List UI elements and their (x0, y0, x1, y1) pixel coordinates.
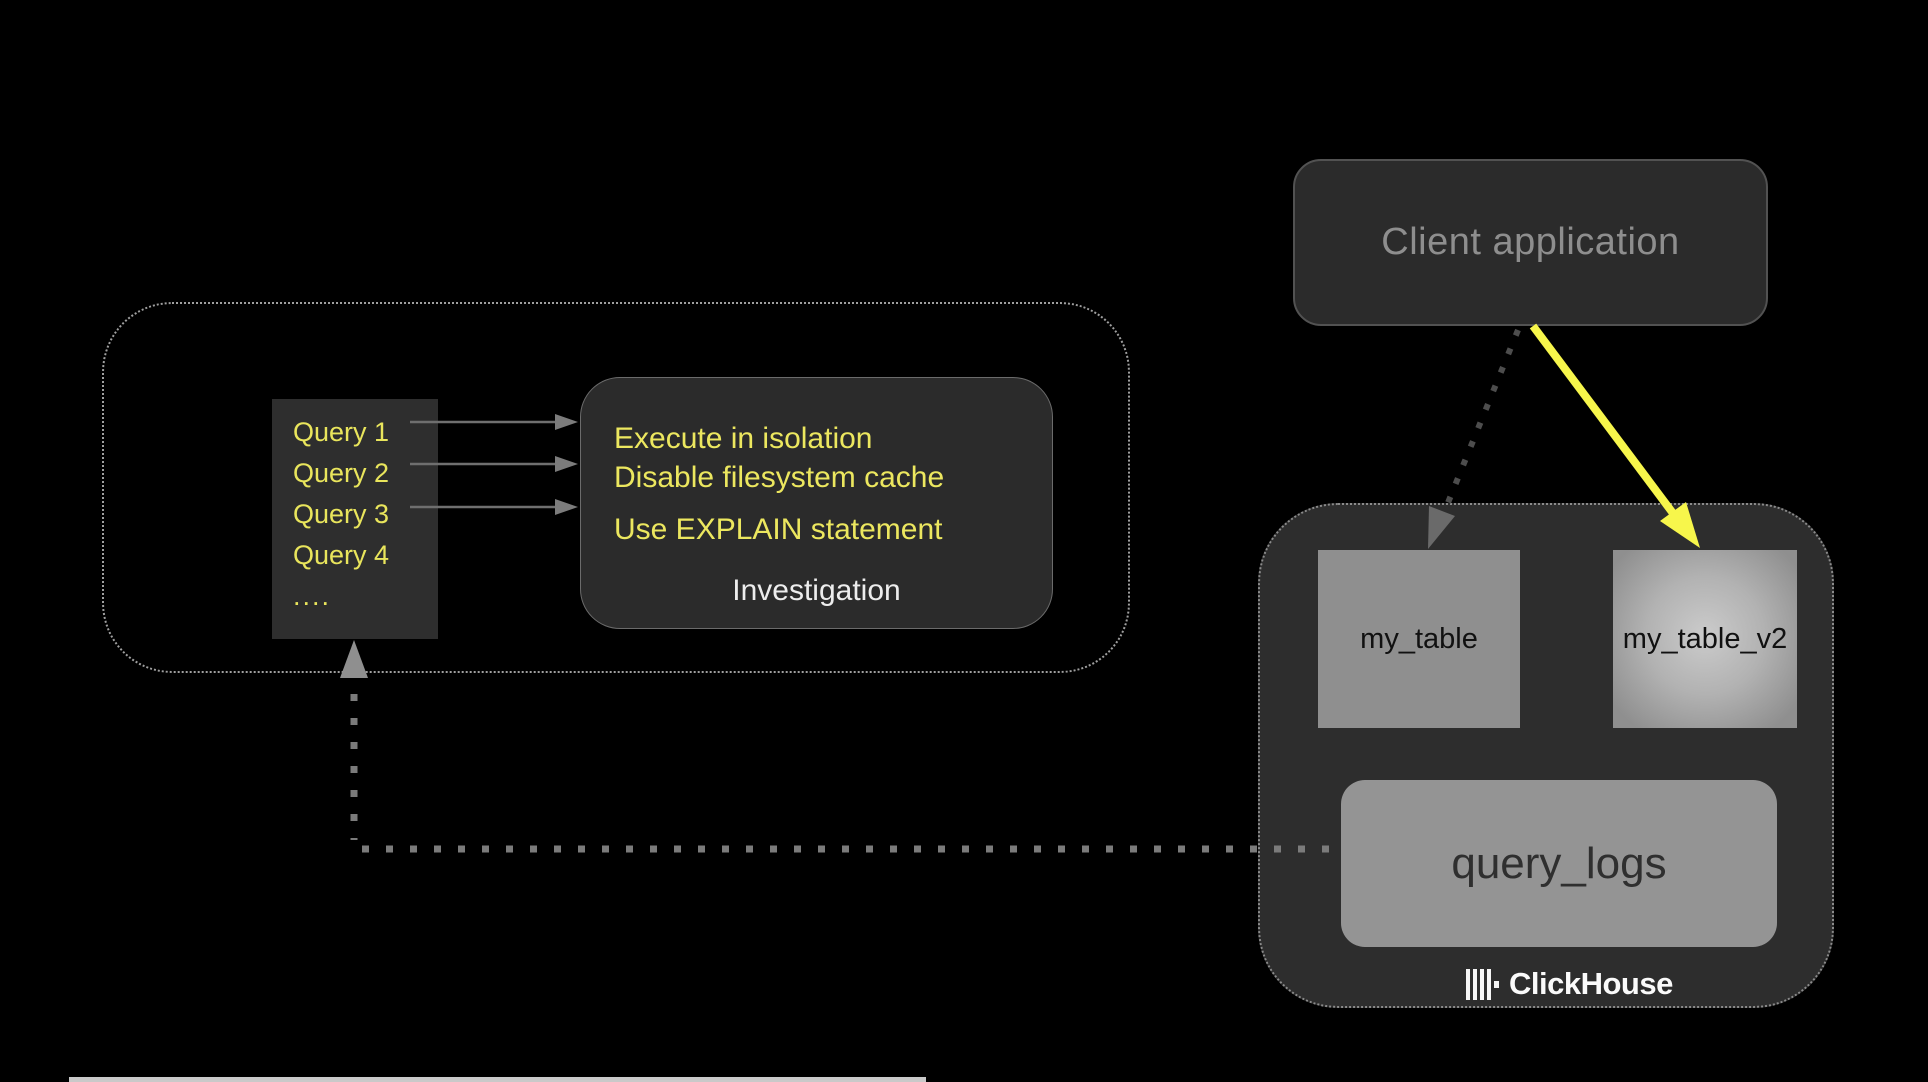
tip-use-explain: Use EXPLAIN statement (614, 513, 943, 546)
client-application-box: Client application (1293, 159, 1768, 326)
query-logs-label: query_logs (1451, 838, 1667, 888)
tip-disable-fs-cache: Disable filesystem cache (614, 461, 945, 494)
query-list-box: Query 1 Query 2 Query 3 Query 4 .... (272, 399, 438, 639)
clickhouse-logo-icon (1466, 968, 1499, 1000)
query-item-ellipsis: .... (293, 581, 332, 611)
query-item-4: Query 4 (293, 540, 390, 570)
client-application-label: Client application (1381, 221, 1680, 263)
clickhouse-brand-label: ClickHouse (1509, 966, 1673, 1001)
my-table-v2-box: my_table_v2 (1613, 550, 1797, 728)
clickhouse-brand: ClickHouse (1466, 966, 1673, 1002)
investigation-title: Investigation (732, 574, 901, 607)
investigation-region-outline (102, 302, 1130, 673)
query-item-1: Query 1 (293, 417, 390, 447)
my-table-box: my_table (1318, 550, 1520, 728)
query-logs-box: query_logs (1341, 780, 1777, 947)
query-item-2: Query 2 (293, 458, 390, 488)
my-table-label: my_table (1360, 622, 1478, 655)
bottom-edge-strip (69, 1077, 926, 1082)
query-item-3: Query 3 (293, 499, 390, 529)
my-table-v2-label: my_table_v2 (1622, 622, 1788, 655)
tip-execute-isolation: Execute in isolation (614, 422, 873, 455)
investigation-box: Execute in isolation Disable filesystem … (580, 377, 1053, 629)
